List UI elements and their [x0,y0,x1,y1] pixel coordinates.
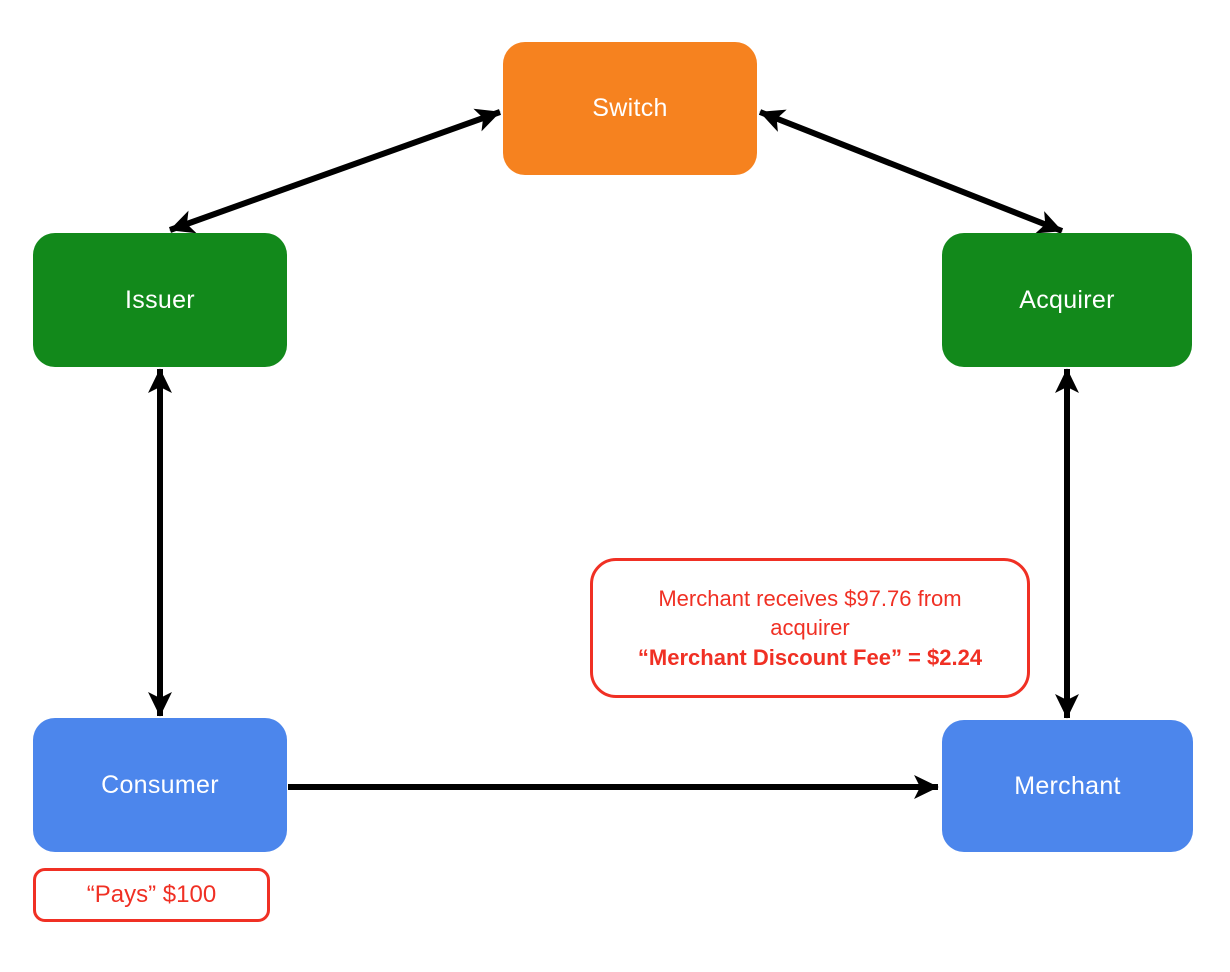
fee-note-line-3: “Merchant Discount Fee” = $2.24 [637,644,983,670]
node-merchant-label: Merchant [1014,771,1121,800]
fee-note-line-1: Merchant receives $97.76 from [658,586,962,612]
merchant-discount-fee-note: Merchant receives $97.76 from acquirer “… [590,558,1030,698]
fee-note-line-2: acquirer [770,615,850,641]
pays-note-text: “Pays” $100 [86,881,217,908]
node-acquirer-label: Acquirer [1019,285,1115,314]
node-consumer-label: Consumer [101,770,219,799]
node-consumer: Consumer [33,718,287,852]
node-switch: Switch [503,42,757,175]
node-merchant: Merchant [942,720,1193,852]
node-issuer: Issuer [33,233,287,367]
node-switch-label: Switch [592,94,668,122]
node-acquirer: Acquirer [942,233,1192,367]
consumer-pays-note: “Pays” $100 [33,868,270,922]
edge-switch-acquirer [758,109,1064,234]
node-issuer-label: Issuer [125,285,195,314]
edge-issuer-switch [168,108,502,234]
